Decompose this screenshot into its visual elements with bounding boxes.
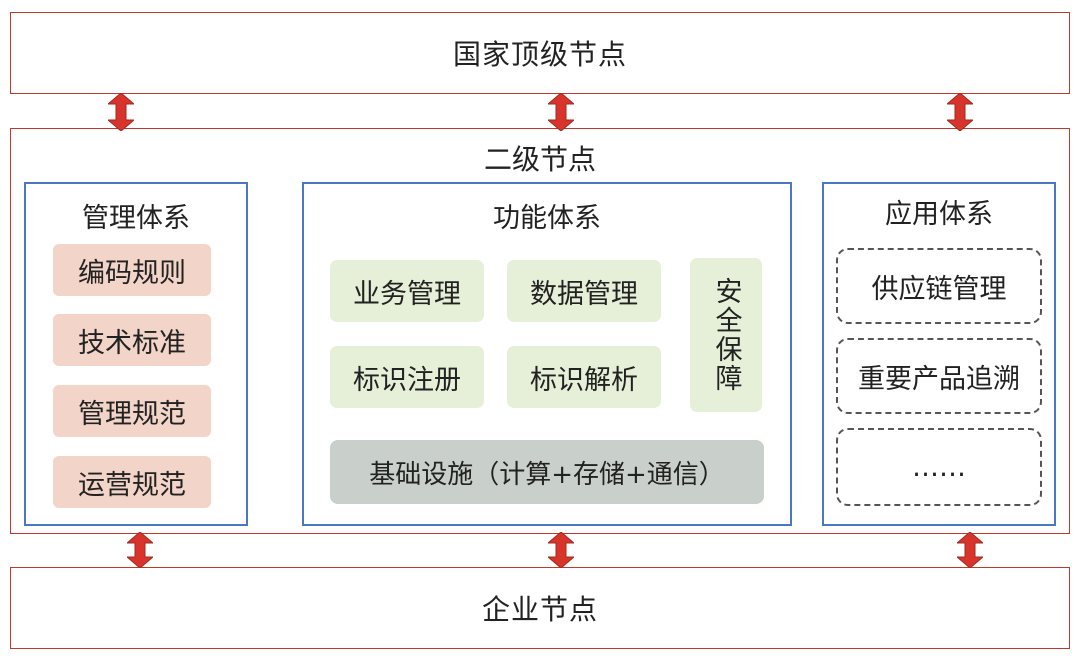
- management-item: 运营规范: [53, 456, 211, 508]
- management-system-title: 管理体系: [82, 203, 190, 234]
- function-item: 业务管理: [330, 260, 484, 322]
- application-item: 重要产品追溯: [836, 338, 1042, 414]
- management-item: 编码规则: [53, 244, 211, 296]
- management-item: 管理规范: [53, 385, 211, 437]
- enterprise-node-label: 企业节点: [481, 593, 598, 626]
- management-item: 技术标准: [53, 314, 211, 366]
- application-item: ……: [836, 428, 1042, 506]
- top-level-node: 国家顶级节点: [10, 12, 1070, 94]
- function-item: 数据管理: [507, 260, 661, 322]
- enterprise-node: 企业节点: [10, 567, 1070, 649]
- application-system-title: 应用体系: [885, 199, 993, 230]
- double-arrow-icon: [548, 532, 574, 568]
- function-system-title: 功能体系: [493, 203, 601, 234]
- infrastructure-box: 基础设施（计算+存储+通信）: [330, 440, 764, 504]
- double-arrow-icon: [957, 532, 983, 568]
- double-arrow-icon: [127, 532, 153, 568]
- security-label: 安全保障: [710, 277, 742, 393]
- top-level-node-label: 国家顶级节点: [452, 38, 627, 71]
- double-arrow-icon: [108, 93, 134, 131]
- double-arrow-icon: [947, 93, 973, 131]
- double-arrow-icon: [548, 93, 574, 131]
- secondary-node: [10, 128, 1070, 534]
- function-item: 标识注册: [330, 346, 484, 408]
- function-item: 标识解析: [507, 346, 661, 408]
- secondary-node-label: 二级节点: [483, 143, 596, 176]
- application-item: 供应链管理: [836, 248, 1042, 324]
- security-box: 安全保障: [690, 258, 762, 412]
